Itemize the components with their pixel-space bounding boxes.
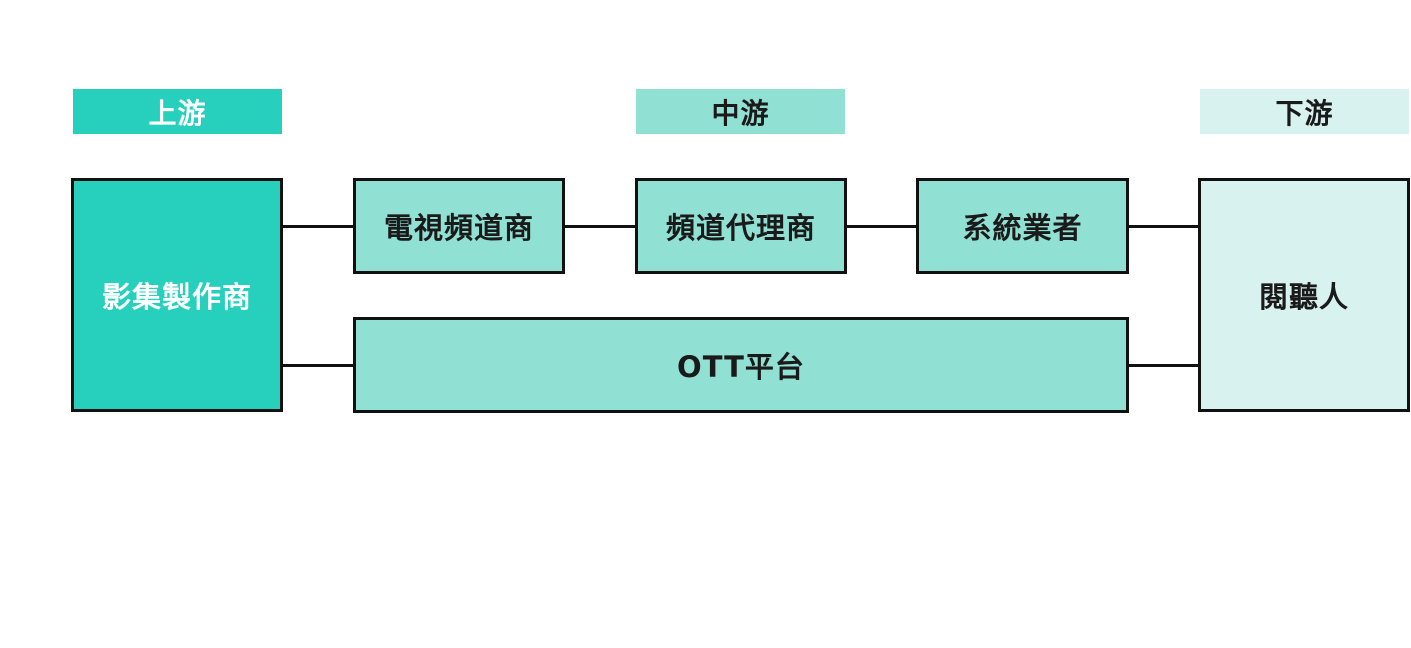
- node-audience-label: 閱聽人: [1258, 280, 1349, 314]
- node-system-operator-label: 系統業者: [962, 211, 1083, 245]
- edge-channel-agent-system-operator: [845, 225, 918, 228]
- node-channel-agent: 頻道代理商: [635, 178, 847, 274]
- node-system-operator: 系統業者: [916, 178, 1129, 274]
- node-tv-channel-label: 電視頻道商: [383, 211, 534, 245]
- stage-label-midstream: 中游: [636, 89, 845, 134]
- node-tv-channel: 電視頻道商: [353, 178, 565, 274]
- edge-system-operator-audience: [1127, 225, 1200, 228]
- stage-label-upstream: 上游: [73, 89, 282, 134]
- edge-producer-tv-channel: [282, 225, 355, 228]
- edge-tv-channel-channel-agent: [564, 225, 637, 228]
- stage-label-downstream: 下游: [1200, 89, 1409, 134]
- node-ott-platform: OTT平台: [353, 317, 1129, 413]
- edge-producer-ott-platform: [282, 364, 355, 367]
- node-ott-platform-label: OTT平台: [677, 350, 805, 384]
- node-producer: 影集製作商: [71, 178, 283, 412]
- node-audience: 閱聽人: [1198, 178, 1410, 412]
- edge-ott-platform-audience: [1127, 364, 1200, 367]
- node-channel-agent-label: 頻道代理商: [665, 211, 816, 245]
- node-producer-label: 影集製作商: [101, 280, 252, 314]
